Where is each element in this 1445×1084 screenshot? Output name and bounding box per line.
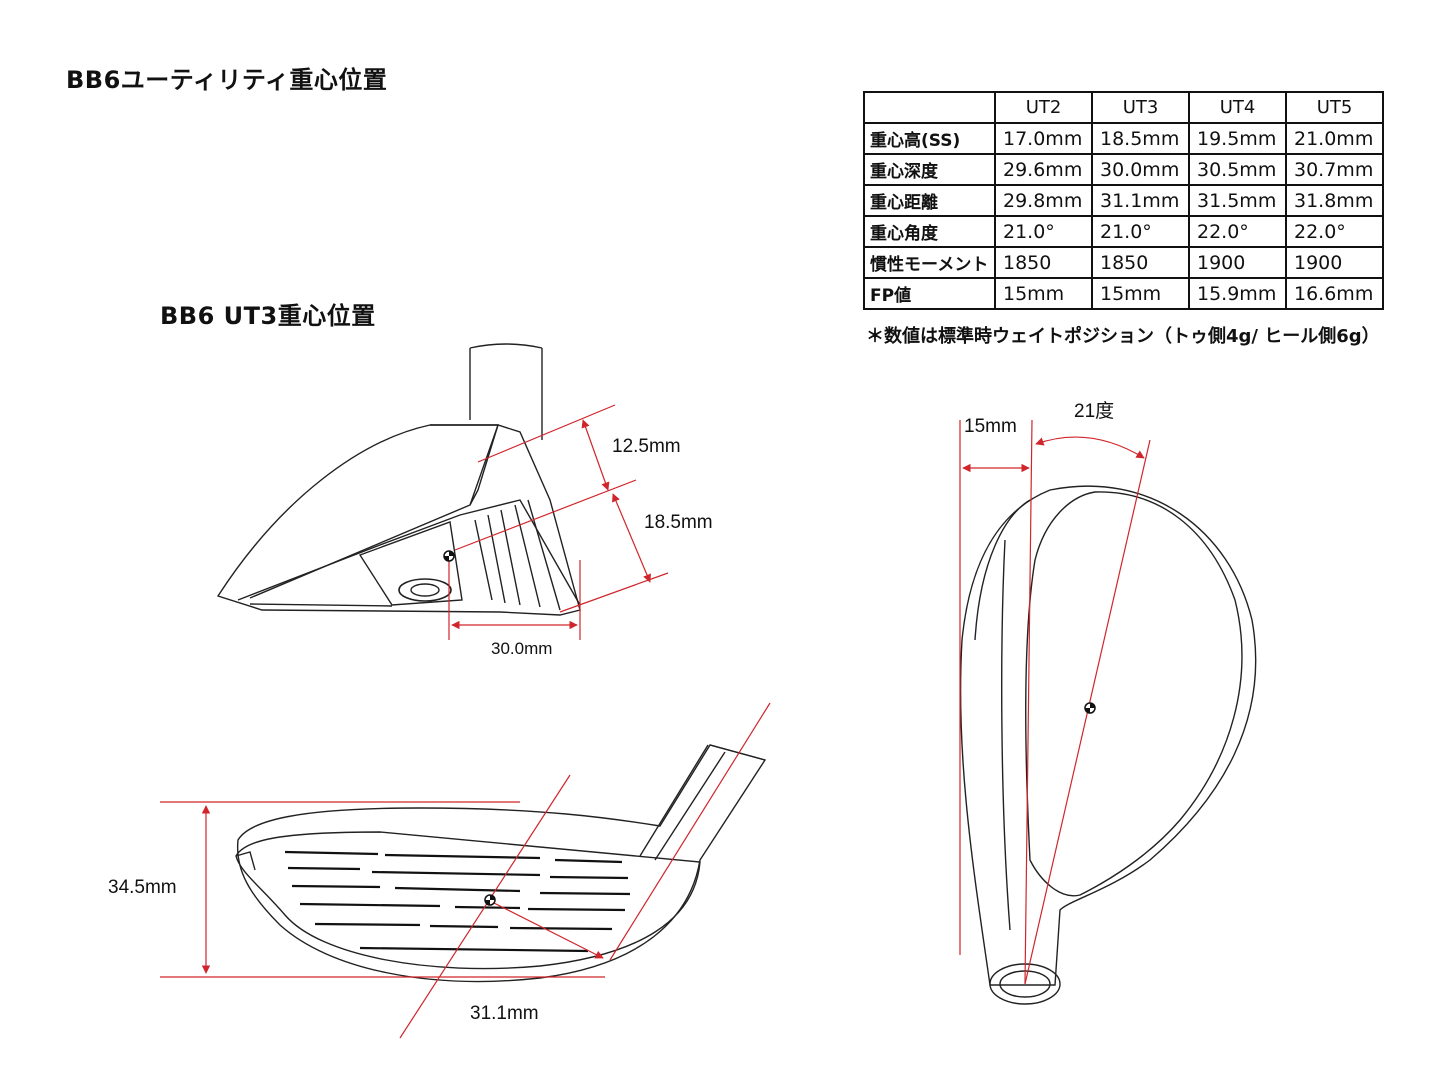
spec-table: UT2 UT3 UT4 UT5 重心高(SS) 17.0mm 18.5mm 19… bbox=[863, 91, 1384, 310]
row-header: 重心距離 bbox=[863, 184, 996, 217]
table-cell: 29.8mm bbox=[994, 184, 1093, 217]
top-view-head bbox=[959, 485, 1257, 1005]
shaft-axis-line bbox=[609, 702, 771, 961]
top-angle-arc bbox=[1035, 436, 1145, 459]
table-row: FP値 15mm 15mm 15.9mm 16.6mm bbox=[863, 277, 1384, 310]
face-dimension-lines bbox=[160, 702, 771, 1039]
table-cell: 1850 bbox=[994, 246, 1093, 279]
top-inner-edge bbox=[974, 499, 1031, 931]
hosel-lines bbox=[639, 744, 766, 861]
table-cell: 18.5mm bbox=[1091, 122, 1190, 155]
row-header: 重心高(SS) bbox=[863, 122, 996, 155]
table-cell: 17.0mm bbox=[994, 122, 1093, 155]
label-top-angle: 21度 bbox=[1074, 400, 1114, 422]
column-header-ut4: UT4 bbox=[1188, 91, 1287, 124]
face-inner-outline bbox=[235, 831, 701, 970]
sole-inner-line bbox=[249, 603, 393, 607]
hosel-shaft bbox=[469, 343, 543, 440]
lower-height-arrow bbox=[612, 493, 651, 583]
height-ref-line-bottom bbox=[559, 572, 669, 613]
table-cell: 30.7mm bbox=[1285, 153, 1384, 186]
heel-edge bbox=[235, 851, 256, 871]
table-cell: 19.5mm bbox=[1188, 122, 1287, 155]
table-row: 重心距離 29.8mm 31.1mm 31.5mm 31.8mm bbox=[863, 184, 1384, 217]
table-row: 慣性モーメント 1850 1850 1900 1900 bbox=[863, 246, 1384, 279]
top-shaft-axis bbox=[1024, 419, 1033, 985]
top-dimension-lines bbox=[959, 419, 1151, 985]
table-row: 重心角度 21.0° 21.0° 22.0° 22.0° bbox=[863, 215, 1384, 248]
table-cell: 15mm bbox=[994, 277, 1093, 310]
table-cell: 21.0mm bbox=[1285, 122, 1384, 155]
table-footnote: ＊数値は標準時ウェイトポジション（トゥ側4g/ ヒール側6g） bbox=[866, 326, 1380, 347]
table-cell: 31.8mm bbox=[1285, 184, 1384, 217]
table-cell: 21.0° bbox=[994, 215, 1093, 248]
row-header: FP値 bbox=[863, 277, 996, 310]
column-header-ut5: UT5 bbox=[1285, 91, 1384, 124]
side-cg-marker bbox=[443, 550, 455, 562]
label-depth: 30.0mm bbox=[491, 639, 552, 658]
row-header: 慣性モーメント bbox=[863, 246, 996, 279]
table-cell: 1900 bbox=[1285, 246, 1384, 279]
table-cell: 15.9mm bbox=[1188, 277, 1287, 310]
height-ref-line-top bbox=[477, 404, 616, 463]
label-face-distance: 31.1mm bbox=[470, 1003, 539, 1024]
table-header-row: UT2 UT3 UT4 UT5 bbox=[863, 91, 1384, 124]
label-top-fp: 15mm bbox=[964, 416, 1017, 437]
table-cell: 29.6mm bbox=[994, 153, 1093, 186]
label-lower-height: 18.5mm bbox=[644, 512, 713, 533]
sole-weight-inner bbox=[410, 583, 440, 597]
distance-arrow bbox=[493, 902, 604, 959]
face-grooves bbox=[284, 850, 631, 953]
table-cell: 1900 bbox=[1188, 246, 1287, 279]
table-cell: 22.0° bbox=[1188, 215, 1287, 248]
row-header: 重心角度 bbox=[863, 215, 996, 248]
table-cell: 31.1mm bbox=[1091, 184, 1190, 217]
crown-outline bbox=[216, 424, 581, 616]
sole-panel bbox=[358, 521, 463, 606]
sole-outline bbox=[237, 499, 581, 606]
column-header-ut3: UT3 bbox=[1091, 91, 1190, 124]
grooves bbox=[474, 499, 561, 611]
side-dimension-lines bbox=[448, 404, 669, 640]
table-cell: 30.5mm bbox=[1188, 153, 1287, 186]
row-header: 重心深度 bbox=[863, 153, 996, 186]
page-title: BB6ユーティリティ重心位置 bbox=[66, 66, 388, 94]
top-outline bbox=[959, 485, 1257, 986]
crown-edge bbox=[469, 424, 499, 506]
sole-weight-badge bbox=[398, 578, 452, 602]
table-row: 重心高(SS) 17.0mm 18.5mm 19.5mm 21.0mm bbox=[863, 122, 1384, 155]
top-cg-marker bbox=[1084, 702, 1096, 714]
crown-line bbox=[249, 424, 499, 599]
table-cell: 31.5mm bbox=[1188, 184, 1287, 217]
table-cell: 22.0° bbox=[1285, 215, 1384, 248]
cg-vertical-line bbox=[399, 774, 571, 1039]
label-face-height: 34.5mm bbox=[108, 877, 177, 898]
height-ref-line-mid bbox=[454, 479, 637, 551]
table-cell: 16.6mm bbox=[1285, 277, 1384, 310]
side-view-head bbox=[216, 343, 581, 616]
table-cell: 30.0mm bbox=[1091, 153, 1190, 186]
table-corner-cell bbox=[863, 91, 996, 124]
table-cell: 15mm bbox=[1091, 277, 1190, 310]
face-cg-marker bbox=[484, 894, 496, 906]
upper-height-arrow bbox=[581, 419, 610, 491]
column-header-ut2: UT2 bbox=[994, 91, 1093, 124]
face-view-head bbox=[235, 744, 767, 983]
top-crown-panel bbox=[1025, 491, 1243, 897]
label-upper-height: 12.5mm bbox=[612, 436, 681, 457]
table-cell: 1850 bbox=[1091, 246, 1190, 279]
table-cell: 21.0° bbox=[1091, 215, 1190, 248]
table-row: 重心深度 29.6mm 30.0mm 30.5mm 30.7mm bbox=[863, 153, 1384, 186]
section-title-ut3: BB6 UT3重心位置 bbox=[160, 302, 376, 330]
